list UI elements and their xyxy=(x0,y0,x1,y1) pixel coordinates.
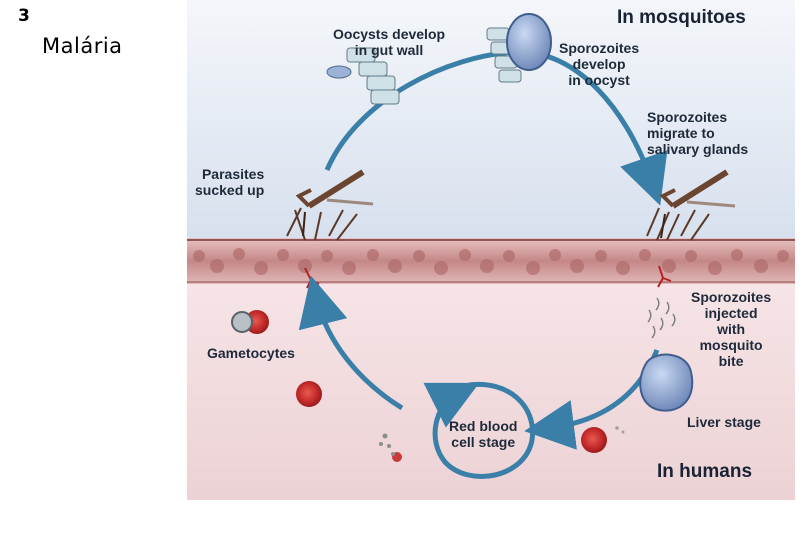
migrate-label: Sporozoites migrate to salivary glands xyxy=(647,109,749,157)
liver-cell-icon xyxy=(639,353,694,412)
ruptured-cell-fragments-icon xyxy=(379,426,625,462)
malaria-life-cycle-figure: In mosquitoes In humans Oocysts develop … xyxy=(187,0,795,500)
red-blood-cell-stage-label: Red blood cell stage xyxy=(449,418,518,450)
gametocyte-return-arrow xyxy=(298,275,404,411)
in-mosquitoes-heading: In mosquitoes xyxy=(617,7,746,28)
tissue-cells xyxy=(193,248,789,275)
red-blood-cell-icon xyxy=(296,381,322,407)
mosquito-left-icon xyxy=(286,169,374,241)
human-zone-background xyxy=(187,282,795,500)
slide-number: 3 xyxy=(18,6,30,26)
bite-blood-right xyxy=(657,265,672,288)
in-humans-heading: In humans xyxy=(657,461,753,482)
sporozoites-develop-label: Sporozoites develop in oocyst xyxy=(559,40,640,88)
red-blood-cell-cycle-arrow xyxy=(423,381,536,479)
red-blood-cell-icon xyxy=(581,427,607,453)
liver-stage-label: Liver stage xyxy=(687,414,761,430)
mosquito-right-icon xyxy=(646,169,736,241)
parasites-label: Parasites sucked up xyxy=(195,166,265,198)
life-cycle-illustration xyxy=(187,0,795,500)
oocysts-label: Oocysts develop in gut wall xyxy=(333,26,446,58)
gametocytes-label: Gametocytes xyxy=(207,345,295,361)
slide-title: Malária xyxy=(42,34,123,58)
sporozoites-injected-label: Sporozoites injected with mosquito bite xyxy=(691,289,772,369)
sporozoites-icon xyxy=(647,297,676,339)
gametocyte-icon xyxy=(231,311,253,333)
oocyst-icon xyxy=(506,13,552,71)
